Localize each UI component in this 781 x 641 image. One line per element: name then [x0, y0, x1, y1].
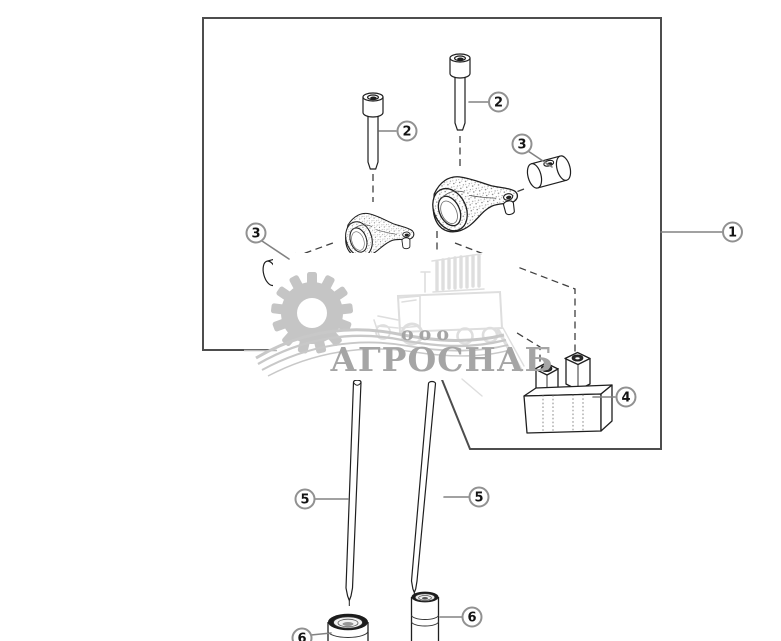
push-rod-left[interactable] — [345, 379, 362, 606]
assembly-frame-outline — [202, 17, 662, 450]
watermark: ооо АГРОСНАБ — [244, 253, 554, 397]
callout-5-left[interactable]: 5 — [294, 488, 349, 510]
hex-socket-icon — [370, 96, 377, 100]
callout-1[interactable]: 1 — [660, 221, 743, 243]
callout-2-left[interactable]: 2 — [378, 120, 418, 142]
callout-3-left[interactable]: 3 — [245, 222, 290, 260]
svg-text:2: 2 — [494, 96, 503, 111]
svg-text:5: 5 — [474, 491, 483, 506]
svg-text:4: 4 — [621, 391, 630, 406]
callout-4[interactable]: 4 — [592, 386, 637, 408]
socket-head-bolt-left[interactable] — [362, 92, 384, 170]
callout-6-left[interactable]: 6 — [291, 627, 332, 641]
svg-text:1: 1 — [728, 226, 737, 241]
rocker-arm-right[interactable] — [422, 165, 524, 240]
rocker-arm-left[interactable] — [340, 209, 416, 261]
callout-3-right[interactable]: 3 — [511, 133, 553, 168]
callouts: 1 2 2 3 3 4 5 — [245, 91, 743, 641]
socket-head-bolt-right[interactable] — [449, 53, 471, 131]
svg-text:6: 6 — [297, 632, 306, 641]
valve-lifter-left[interactable] — [327, 613, 369, 641]
valve-lifter-right[interactable] — [410, 591, 440, 641]
watermark-prefix: ооо — [401, 323, 454, 345]
svg-text:6: 6 — [467, 611, 476, 626]
svg-text:3: 3 — [517, 138, 526, 153]
svg-text:2: 2 — [402, 125, 411, 140]
swoosh-ribbons — [255, 328, 511, 377]
callout-6-right[interactable]: 6 — [439, 606, 483, 628]
svg-text:5: 5 — [300, 493, 309, 508]
svg-text:3: 3 — [251, 227, 260, 242]
watermark-company-name: АГРОСНАБ — [330, 340, 554, 379]
pivot-bushing-right[interactable] — [525, 154, 573, 189]
callout-5-right[interactable]: 5 — [443, 486, 490, 508]
callout-2-right[interactable]: 2 — [468, 91, 509, 113]
hex-socket-icon — [457, 57, 464, 61]
push-rod-right[interactable] — [410, 380, 437, 599]
